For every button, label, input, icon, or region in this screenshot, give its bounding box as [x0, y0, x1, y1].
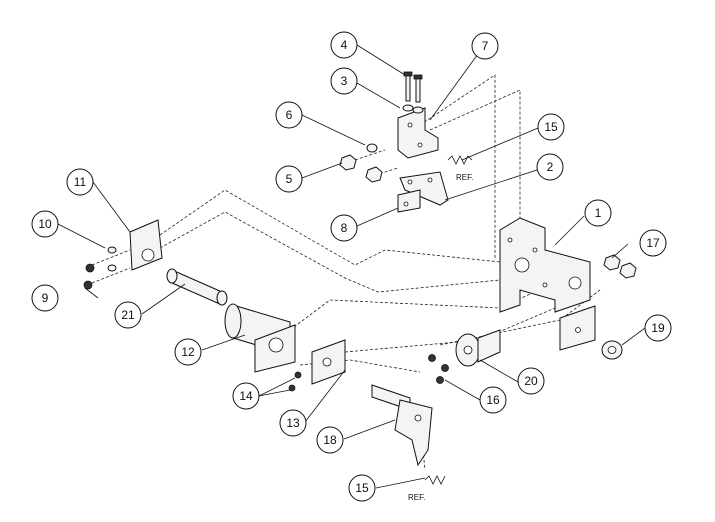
svg-text:14: 14 [239, 389, 253, 403]
svg-text:17: 17 [646, 236, 660, 250]
upper-bracket [397, 107, 439, 159]
callout-18: 18 [316, 426, 344, 454]
callout-15-top: 15 [537, 113, 565, 141]
svg-text:13: 13 [286, 416, 300, 430]
nut [339, 154, 383, 183]
callout-9: 9 [31, 284, 59, 312]
svg-text:7: 7 [482, 39, 489, 53]
callout-2: 2 [536, 153, 564, 181]
link-plate [397, 189, 421, 213]
svg-text:16: 16 [486, 393, 500, 407]
spring-top [447, 155, 473, 165]
screws [428, 354, 449, 384]
shaft [166, 268, 228, 306]
lock-washer [366, 143, 378, 153]
svg-text:19: 19 [651, 321, 665, 335]
svg-text:15: 15 [355, 481, 369, 495]
callout-3: 3 [330, 67, 358, 95]
callout-4: 4 [330, 31, 358, 59]
callout-13: 13 [279, 409, 307, 437]
svg-text:8: 8 [341, 221, 348, 235]
svg-text:5: 5 [286, 172, 293, 186]
svg-text:11: 11 [74, 175, 87, 189]
svg-text:2: 2 [547, 160, 554, 174]
solenoid [224, 303, 296, 373]
small-plate [311, 339, 346, 385]
svg-text:4: 4 [341, 38, 348, 52]
callout-19: 19 [644, 314, 672, 342]
side-bracket [129, 219, 163, 271]
callout-15-bottom: 15 [348, 474, 376, 502]
lever-assembly [371, 384, 433, 467]
callout-17: 17 [639, 229, 667, 257]
hub-flange [455, 329, 501, 367]
linkage-arm [399, 171, 449, 206]
callout-20: 20 [517, 367, 545, 395]
callout-11: 11 [66, 168, 94, 196]
svg-text:9: 9 [42, 291, 49, 305]
mounting-plate [559, 305, 596, 351]
svg-text:1: 1 [595, 206, 602, 220]
callout-1: 1 [584, 199, 612, 227]
side-screws [83, 246, 117, 290]
mounting-bracket [499, 217, 591, 313]
callout-12: 12 [174, 338, 202, 366]
ref-label-top: REF. [456, 173, 473, 182]
flange-bushing [601, 340, 623, 360]
callout-7: 7 [471, 32, 499, 60]
svg-text:20: 20 [524, 374, 538, 388]
spring-bottom [424, 475, 446, 485]
svg-text:12: 12 [181, 345, 195, 359]
callout-8: 8 [330, 214, 358, 242]
svg-text:21: 21 [121, 308, 135, 322]
svg-text:18: 18 [323, 433, 337, 447]
hex-nuts [603, 254, 637, 279]
svg-text:6: 6 [286, 108, 293, 122]
callout-21: 21 [114, 301, 142, 329]
callout-5: 5 [275, 165, 303, 193]
svg-text:15: 15 [544, 120, 558, 134]
svg-text:3: 3 [341, 74, 348, 88]
plate-screws [288, 371, 302, 392]
washers [402, 104, 424, 114]
svg-text:10: 10 [38, 217, 52, 231]
callout-16: 16 [479, 386, 507, 414]
callout-10: 10 [31, 210, 59, 238]
callout-14: 14 [232, 382, 260, 410]
leader-lines [57, 44, 646, 489]
ref-label-bottom: REF. [408, 493, 425, 502]
callout-6: 6 [275, 101, 303, 129]
top-screws [403, 71, 423, 103]
